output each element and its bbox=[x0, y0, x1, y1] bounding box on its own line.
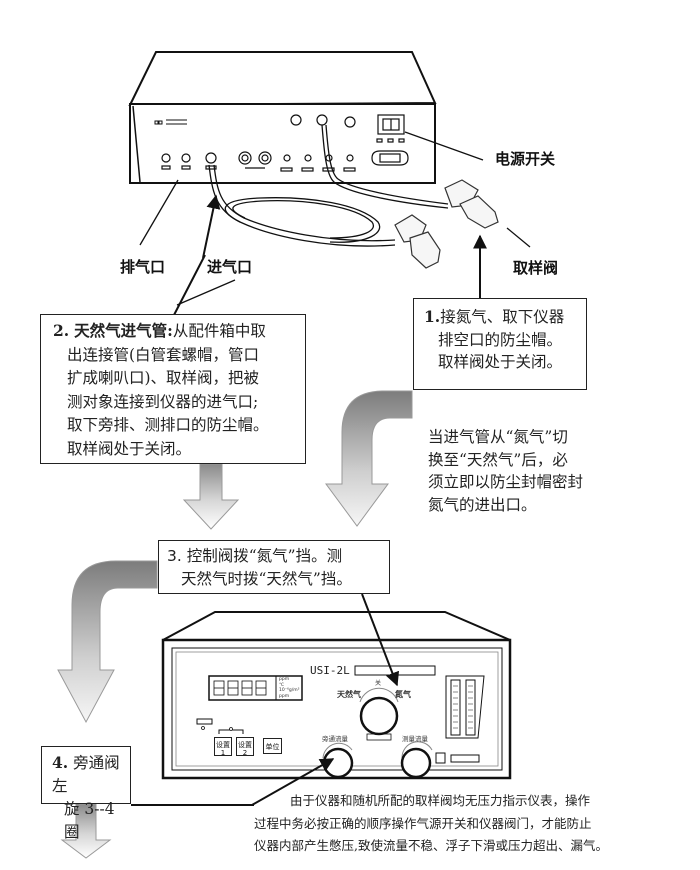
flow-arrow-down-2 bbox=[60, 803, 112, 859]
gas-hoses bbox=[208, 124, 449, 247]
nitrogen-seal-note: 当进气管从“氮气”切 换至“天然气”后，必 须立即以防尘封帽密封 氮气的进出口。 bbox=[428, 426, 618, 516]
knob-label-measure-flow: 测量流量 bbox=[402, 735, 428, 743]
label-power-switch: 电源开关 bbox=[495, 150, 556, 168]
front-instrument bbox=[161, 611, 512, 780]
set2-button-sub: 2 bbox=[242, 749, 248, 757]
selector-label-nitrogen: 氮气 bbox=[395, 690, 411, 699]
warning-line: 过程中务必按正确的顺序操作气源开关和仪器阀门，才能防止 bbox=[254, 815, 592, 831]
selector-label-natural-gas: 天然气 bbox=[337, 690, 361, 699]
step4-line: 旋 3--4 圈 bbox=[64, 800, 115, 841]
unit-button-label: 单位 bbox=[265, 743, 280, 751]
step1-number: 1. bbox=[424, 307, 441, 326]
flow-arrow-curved-1 bbox=[325, 390, 413, 527]
selector-knob bbox=[359, 696, 399, 736]
model-name: USI-2L bbox=[310, 664, 350, 677]
rear-instrument bbox=[128, 51, 437, 184]
label-inlet-port: 进气口 bbox=[207, 258, 253, 276]
step2-callout: 2. 天然气进气管:从配件箱中取 出连接管(白管套螺帽，管口 扩成喇叭口)、取样… bbox=[40, 314, 306, 464]
step2-line: 扩成喇叭口)、取样阀，把被 bbox=[67, 369, 260, 387]
step2-line: 从配件箱中取 bbox=[172, 322, 266, 340]
unit-led-ppm2: ppm bbox=[279, 693, 290, 699]
note-line: 氮气的进出口。 bbox=[428, 495, 537, 514]
step3-line: 控制阀拨“氮气”挡。测 bbox=[186, 547, 343, 565]
step2-title-sep: : bbox=[167, 321, 173, 340]
step1-line: 排空口的防尘帽。 bbox=[438, 330, 563, 349]
warning-line: 仪器内部产生憋压,致使流量不稳、浮子下滑或压力超出、漏气。 bbox=[254, 838, 608, 853]
warning-line: 由于仪器和随机所配的取样阀均无压力指示仪表，操作 bbox=[290, 793, 591, 808]
step4-callout: 4. 旁通阀左 旋 3--4 圈 bbox=[41, 746, 131, 841]
step4-number: 4. bbox=[52, 753, 69, 772]
step3-callout: 3. 控制阀拨“氮气”挡。测 天然气时拨“天然气”挡。 bbox=[158, 540, 390, 594]
label-sampling-valve: 取样阀 bbox=[513, 259, 559, 277]
step2-line: 取下旁排、测排口的防尘帽。 bbox=[67, 416, 269, 434]
set2-button-label: 设置 bbox=[238, 741, 252, 749]
step1-line: 接氮气、取下仪器 bbox=[440, 308, 565, 326]
knob-label-bypass-flow: 旁通流量 bbox=[322, 735, 348, 743]
display-digits: 8888 bbox=[218, 681, 254, 694]
step2-line: 出连接管(白管套螺帽，管口 bbox=[67, 345, 260, 364]
unit-led-list: ppm ℃ 10⁻⁶g/m³ ppm bbox=[279, 677, 299, 699]
label-exhaust-port: 排气口 bbox=[120, 258, 166, 276]
note-line: 须立即以防尘封帽密封 bbox=[428, 473, 584, 491]
selector-label-off: 关 bbox=[375, 680, 382, 687]
set1-button[interactable]: 设置 1 bbox=[214, 737, 232, 757]
step1-callout: 1.接氮气、取下仪器 排空口的防尘帽。 取样阀处于关闭。 bbox=[413, 298, 587, 390]
step1-line: 取样阀处于关闭。 bbox=[438, 353, 563, 371]
measure-flow-knob bbox=[400, 747, 432, 779]
unit-button[interactable]: 单位 bbox=[263, 738, 282, 754]
unit-led-gm3: 10⁻⁶g/m³ bbox=[279, 688, 300, 693]
set1-button-sub: 1 bbox=[220, 749, 226, 757]
operation-warning: 由于仪器和随机所配的取样阀均无压力指示仪表，操作 过程中务必按正确的顺序操作气源… bbox=[254, 790, 674, 858]
step2-line: 测对象连接到仪器的进气口; bbox=[67, 392, 259, 411]
step2-title: 天然气进气管 bbox=[74, 321, 168, 340]
flow-arrow-curved-2 bbox=[57, 560, 158, 724]
step4-line: 旁通阀左 bbox=[52, 754, 120, 795]
step2-number: 2. bbox=[53, 321, 70, 340]
step3-line: 天然气时拨“天然气”挡。 bbox=[181, 569, 352, 588]
step3-number: 3. bbox=[167, 547, 182, 565]
note-line: 当进气管从“氮气”切 bbox=[428, 428, 568, 446]
flow-arrow-down-1 bbox=[182, 463, 240, 530]
set2-button[interactable]: 设置 2 bbox=[236, 737, 254, 757]
set1-button-label: 设置 bbox=[216, 741, 230, 749]
step2-line: 取样阀处于关闭。 bbox=[67, 439, 192, 458]
unit-led-celsius: ℃ bbox=[279, 682, 285, 688]
note-line: 换至“天然气”后，必 bbox=[428, 450, 568, 469]
unit-led-ppm: ppm bbox=[279, 677, 290, 682]
sampling-valve-art bbox=[394, 179, 499, 269]
bypass-flow-knob bbox=[322, 747, 354, 779]
